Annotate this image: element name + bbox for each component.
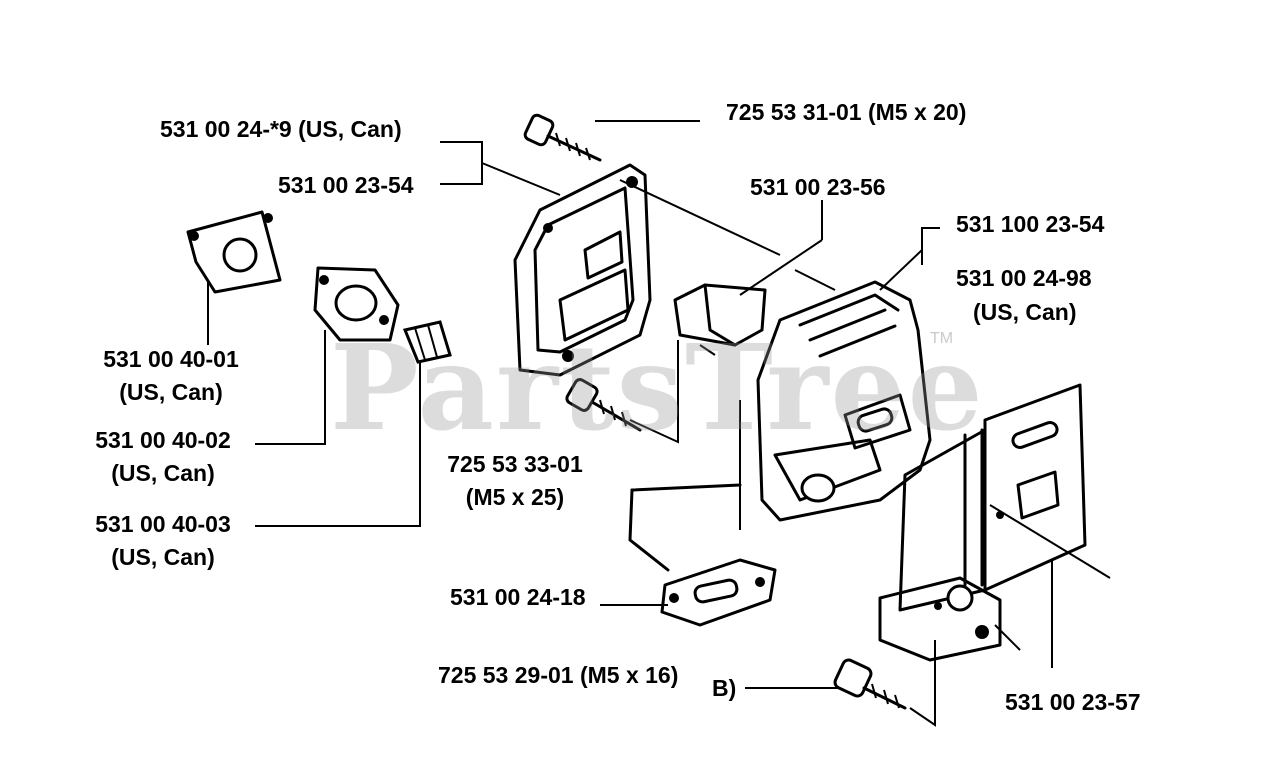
- label-gasket-a: 531 00 40-01: [103, 346, 239, 372]
- top-bolt-725-53-31-01: [523, 113, 602, 162]
- label-top-bolt: 725 53 31-01 (M5 x 20): [726, 99, 967, 125]
- bottom-bolt-725-53-29-01: [833, 658, 907, 710]
- label-muffler-2: 531 00 24-98: [956, 265, 1092, 291]
- label-exhaust-gasket: 531 00 24-18: [450, 584, 586, 610]
- plate-531-00-23-57: [878, 383, 1087, 662]
- label-cover-part-1: 531 00 24-*9 (US, Can): [160, 116, 402, 142]
- muffler-cover-531-00-24-x9: [513, 163, 652, 377]
- label-mid-bolt-size: (M5 x 25): [465, 484, 565, 510]
- mid-bolt-725-53-33-01: [565, 378, 642, 432]
- gasket-531-00-40-01: [186, 210, 282, 294]
- label-muffler-1: 531 100 23-54: [956, 211, 1105, 237]
- gasket-531-00-40-02: [313, 266, 400, 342]
- label-muffler-2-region: (US, Can): [973, 299, 1077, 325]
- label-nut-region: (US, Can): [111, 544, 215, 570]
- clip-531-00-23-56: [673, 283, 767, 356]
- leader-lines: [207, 120, 1111, 727]
- label-cover-part-2: 531 00 23-54: [278, 172, 414, 198]
- label-bottom-bolt: 725 53 29-01 (M5 x 16): [438, 662, 679, 688]
- label-mid-bolt: 725 53 33-01: [447, 451, 583, 477]
- label-nut: 531 00 40-03: [95, 511, 231, 537]
- label-bottom-bolt-fragment: B): [712, 675, 737, 701]
- exhaust-gasket-531-00-24-18: [628, 483, 777, 627]
- label-plate: 531 00 23-57: [1005, 689, 1141, 715]
- nut-531-00-40-03: [402, 320, 452, 364]
- muffler-531-100-23-54: [756, 280, 932, 522]
- label-clip: 531 00 23-56: [750, 174, 886, 200]
- label-gasket-b-region: (US, Can): [111, 460, 215, 486]
- label-gasket-b: 531 00 40-02: [95, 427, 231, 453]
- label-gasket-a-region: (US, Can): [119, 379, 223, 405]
- watermark: PartsTree: [330, 318, 985, 457]
- watermark-trademark: TM: [930, 330, 954, 347]
